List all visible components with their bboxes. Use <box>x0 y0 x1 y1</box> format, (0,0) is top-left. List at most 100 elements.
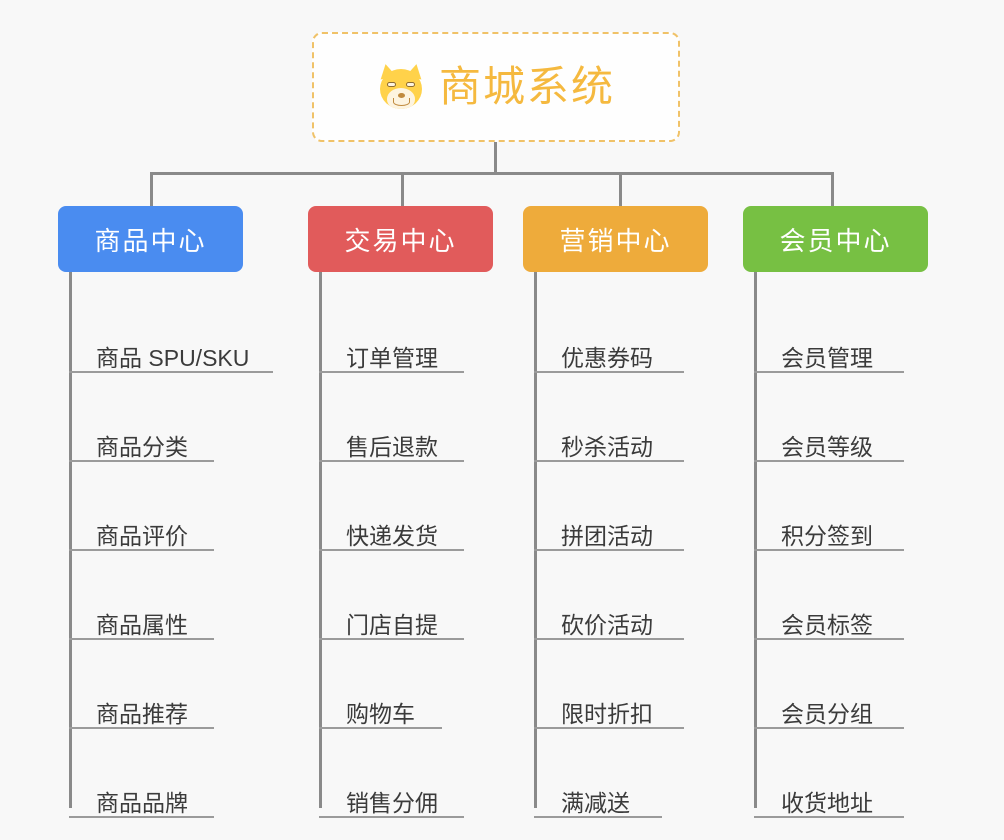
leaf-rule <box>754 816 904 818</box>
leaf-rule <box>69 549 214 551</box>
leaf-label: 会员分组 <box>781 700 873 727</box>
leaf-label: 优惠券码 <box>561 344 653 371</box>
leaf-item[interactable]: 订单管理 <box>308 284 523 373</box>
leaf-rule <box>69 727 214 729</box>
leaf-item[interactable]: 商品评价 <box>58 462 308 551</box>
leaf-item[interactable]: 商品分类 <box>58 373 308 462</box>
connector-root-stem <box>494 142 497 174</box>
leaf-list-3: 会员管理 会员等级 积分签到 会员标签 会员分组 收货地址 <box>743 272 958 818</box>
branch-column-0: 商品中心 商品 SPU/SKU 商品分类 商品评价 商品属性 商品推荐 <box>58 206 308 818</box>
leaf-label: 商品属性 <box>96 611 188 638</box>
leaf-label: 满减送 <box>561 789 630 816</box>
trunk-line-0 <box>69 272 72 808</box>
trunk-line-1 <box>319 272 322 808</box>
leaf-item[interactable]: 商品属性 <box>58 551 308 640</box>
leaf-rule <box>754 549 904 551</box>
leaf-item[interactable]: 砍价活动 <box>523 551 738 640</box>
leaf-rule <box>319 549 464 551</box>
connector-drop-1 <box>401 172 404 206</box>
category-header-label-3: 会员中心 <box>779 225 892 256</box>
branch-column-1: 交易中心 订单管理 售后退款 快递发货 门店自提 购物车 <box>308 206 523 818</box>
leaf-item[interactable]: 购物车 <box>308 640 523 729</box>
leaf-label: 商品 SPU/SKU <box>96 344 250 371</box>
category-header-label-0: 商品中心 <box>94 225 207 256</box>
branch-column-2: 营销中心 优惠券码 秒杀活动 拼团活动 砍价活动 限时折扣 <box>523 206 738 818</box>
leaf-item[interactable]: 满减送 <box>523 729 738 818</box>
leaf-rule <box>534 549 684 551</box>
leaf-label: 会员管理 <box>781 344 873 371</box>
leaf-item[interactable]: 收货地址 <box>743 729 958 818</box>
leaf-label: 秒杀活动 <box>561 433 653 460</box>
leaf-rule <box>319 460 464 462</box>
leaf-list-0: 商品 SPU/SKU 商品分类 商品评价 商品属性 商品推荐 商品品牌 <box>58 272 308 818</box>
leaf-label: 积分签到 <box>781 522 873 549</box>
leaf-item[interactable]: 快递发货 <box>308 462 523 551</box>
leaf-item[interactable]: 拼团活动 <box>523 462 738 551</box>
leaf-item[interactable]: 门店自提 <box>308 551 523 640</box>
leaf-item[interactable]: 会员等级 <box>743 373 958 462</box>
leaf-label: 砍价活动 <box>561 611 653 638</box>
leaf-label: 拼团活动 <box>561 522 653 549</box>
branch-column-3: 会员中心 会员管理 会员等级 积分签到 会员标签 会员分组 <box>743 206 958 818</box>
category-header-0[interactable]: 商品中心 <box>58 206 243 272</box>
leaf-rule <box>69 816 214 818</box>
leaf-rule <box>534 460 684 462</box>
leaf-list-2: 优惠券码 秒杀活动 拼团活动 砍价活动 限时折扣 满减送 <box>523 272 738 818</box>
connector-horizontal-bus <box>150 172 834 175</box>
category-header-3[interactable]: 会员中心 <box>743 206 928 272</box>
leaf-rule <box>319 638 464 640</box>
leaf-item[interactable]: 会员管理 <box>743 284 958 373</box>
leaf-label: 销售分佣 <box>346 789 438 816</box>
leaf-label: 订单管理 <box>346 344 438 371</box>
leaf-rule <box>754 727 904 729</box>
leaf-rule <box>534 816 662 818</box>
leaf-rule <box>534 638 684 640</box>
connector-drop-2 <box>619 172 622 206</box>
leaf-rule <box>69 638 214 640</box>
leaf-item[interactable]: 积分签到 <box>743 462 958 551</box>
connector-drop-0 <box>150 172 153 206</box>
leaf-item[interactable]: 优惠券码 <box>523 284 738 373</box>
leaf-label: 商品品牌 <box>96 789 188 816</box>
leaf-label: 门店自提 <box>346 611 438 638</box>
leaf-label: 快递发货 <box>346 522 438 549</box>
leaf-item[interactable]: 秒杀活动 <box>523 373 738 462</box>
leaf-item[interactable]: 售后退款 <box>308 373 523 462</box>
leaf-label: 商品推荐 <box>96 700 188 727</box>
leaf-rule <box>319 727 442 729</box>
leaf-label: 商品评价 <box>96 522 188 549</box>
leaf-rule <box>319 371 464 373</box>
leaf-item[interactable]: 会员分组 <box>743 640 958 729</box>
leaf-item[interactable]: 商品推荐 <box>58 640 308 729</box>
leaf-item[interactable]: 商品品牌 <box>58 729 308 818</box>
leaf-rule <box>534 727 684 729</box>
leaf-rule <box>319 816 464 818</box>
trunk-line-3 <box>754 272 757 808</box>
leaf-rule <box>69 371 273 373</box>
leaf-item[interactable]: 限时折扣 <box>523 640 738 729</box>
leaf-label: 购物车 <box>346 700 415 727</box>
leaf-label: 商品分类 <box>96 433 188 460</box>
category-header-2[interactable]: 营销中心 <box>523 206 708 272</box>
leaf-label: 售后退款 <box>346 433 438 460</box>
page-title: 商城系统 <box>438 63 615 110</box>
leaf-rule <box>534 371 684 373</box>
leaf-label: 限时折扣 <box>561 700 653 727</box>
leaf-label: 会员标签 <box>781 611 873 638</box>
leaf-item[interactable]: 销售分佣 <box>308 729 523 818</box>
leaf-rule <box>754 638 904 640</box>
root-node[interactable]: 商城系统 <box>312 32 680 142</box>
trunk-line-2 <box>534 272 537 808</box>
leaf-item[interactable]: 商品 SPU/SKU <box>58 284 308 373</box>
leaf-rule <box>754 371 904 373</box>
leaf-rule <box>69 460 214 462</box>
category-header-1[interactable]: 交易中心 <box>308 206 493 272</box>
leaf-rule <box>754 460 904 462</box>
category-header-label-1: 交易中心 <box>344 225 457 256</box>
category-header-label-2: 营销中心 <box>559 225 672 256</box>
leaf-item[interactable]: 会员标签 <box>743 551 958 640</box>
leaf-label: 会员等级 <box>781 433 873 460</box>
leaf-label: 收货地址 <box>781 789 873 816</box>
dog-face-icon <box>377 62 425 111</box>
